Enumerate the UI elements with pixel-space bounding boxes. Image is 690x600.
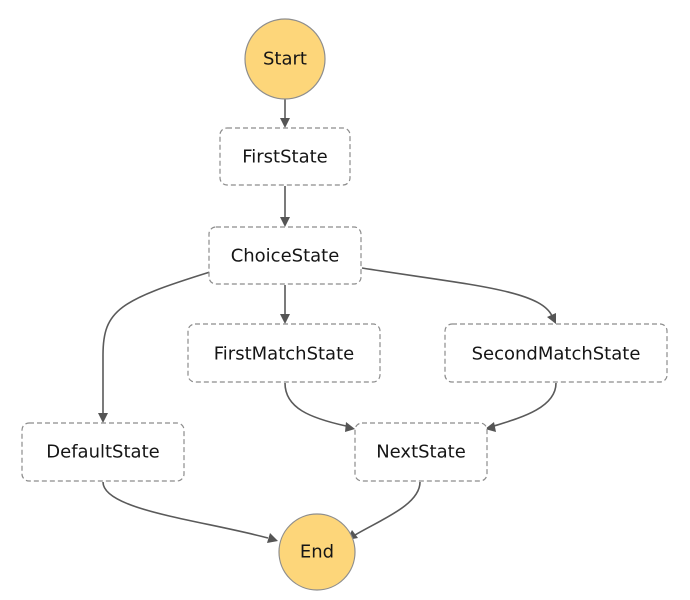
edge-firstmatchstate-to-nextstate	[284, 382, 347, 427]
start-label: Start	[263, 49, 307, 70]
next-state-box	[354, 422, 488, 482]
arrowhead-nextstate-left	[345, 422, 355, 432]
first-state-node[interactable]: FirstState	[219, 127, 351, 186]
next-state-node[interactable]: NextState	[354, 422, 488, 482]
first-match-state-node[interactable]: FirstMatchState	[187, 323, 381, 383]
choice-state-box	[208, 226, 362, 285]
arrowhead-secondmatchstate	[547, 313, 556, 324]
arrowhead-firstmatchstate	[280, 314, 290, 324]
choice-state-label: ChoiceState	[231, 246, 340, 267]
arrowhead-choicestate	[280, 217, 290, 227]
first-match-state-box	[187, 323, 381, 383]
end-circle	[278, 513, 356, 591]
end-label: End	[300, 542, 334, 563]
arrowhead-end-left	[267, 533, 278, 543]
edge-nextstate-to-end	[354, 481, 421, 536]
arrowhead-nextstate-right	[485, 422, 496, 432]
default-state-node[interactable]: DefaultState	[21, 422, 185, 482]
start-circle	[244, 18, 326, 100]
choice-state-node[interactable]: ChoiceState	[208, 226, 362, 285]
next-state-label: NextState	[376, 442, 466, 463]
arrowhead-defaultstate	[98, 413, 108, 423]
second-match-state-node[interactable]: SecondMatchState	[444, 323, 668, 383]
second-match-state-box	[444, 323, 668, 383]
default-state-label: DefaultState	[46, 442, 159, 463]
second-match-state-label: SecondMatchState	[472, 344, 641, 365]
first-match-state-label: FirstMatchState	[214, 344, 354, 365]
edge-choicestate-to-defaultstate	[102, 271, 211, 414]
start-node[interactable]: Start	[244, 18, 326, 100]
edge-secondmatchstate-to-nextstate	[493, 382, 557, 427]
end-node[interactable]: End	[278, 513, 356, 591]
edge-choicestate-to-secondmatchstate	[361, 267, 553, 317]
default-state-box	[21, 422, 185, 482]
first-state-label: FirstState	[242, 147, 328, 168]
arrowhead-firststate	[280, 118, 290, 128]
edge-defaultstate-to-end	[102, 481, 269, 539]
edges	[98, 99, 557, 543]
first-state-box	[219, 127, 351, 186]
